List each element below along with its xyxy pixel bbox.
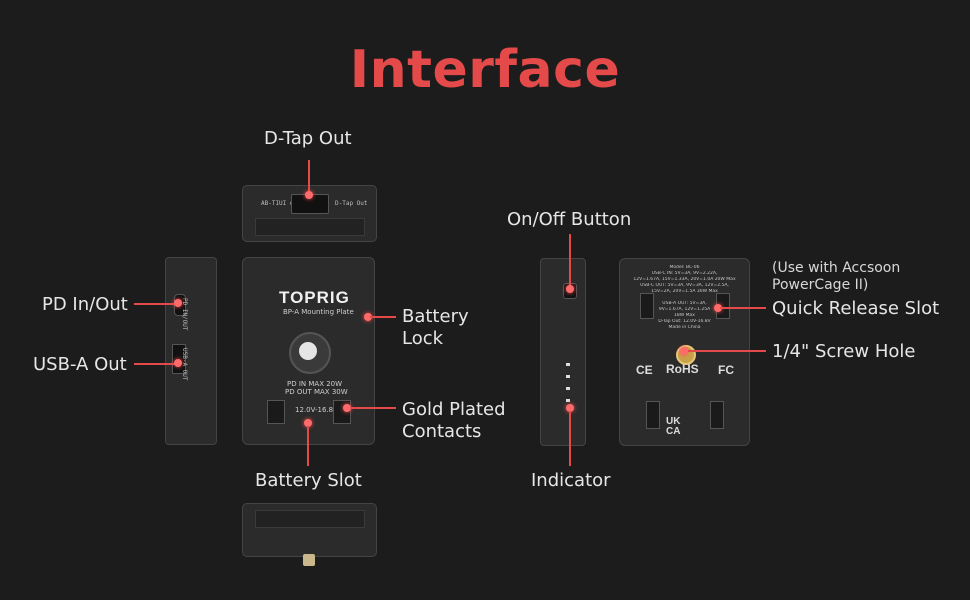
knob-center (299, 342, 317, 360)
label-battery-slot: Battery Slot (255, 470, 362, 491)
indicator-callout-line (569, 411, 571, 466)
label-accsoon-note-2: PowerCage II) (772, 277, 869, 293)
top-rail (255, 218, 365, 236)
pd-callout-dot (174, 299, 182, 307)
back-spec-line: USB-C OUT: 5V=3A, 9V=3A, 12V=2.5A, (640, 283, 729, 288)
label-battery-lock-2: Lock (402, 328, 444, 349)
bottom-screw (303, 554, 315, 566)
top-right-print: D-Tap Out (335, 200, 368, 207)
indicator-callout-dot (566, 404, 574, 412)
screw-hole-dot (680, 347, 688, 355)
battery-slot-line (307, 426, 309, 466)
side-pd-print: PD IN/OUT (181, 298, 188, 331)
label-gold-contacts-1: Gold Plated (402, 399, 506, 420)
contacts-dot (343, 404, 351, 412)
side-usb-print: USB-A OUT (181, 348, 188, 381)
cert-ukca: UK CA (666, 416, 681, 437)
cert-ce: CE (636, 363, 653, 377)
screw-hole-line (688, 350, 766, 352)
label-pd-in-out: PD In/Out (42, 294, 128, 315)
bottom-view-device (242, 503, 377, 566)
cert-fc: FC (718, 363, 734, 377)
battery-lock-line (370, 316, 396, 318)
back-spec-line: 15V=2A, 20V=1.5A 30W Max (651, 289, 718, 294)
left-side-device: PD IN/OUT USB-A OUT (165, 257, 217, 445)
contacts-line (350, 407, 396, 409)
label-quick-release-slot: Quick Release Slot (772, 298, 940, 319)
voltage-print: 12.0V-16.8V (295, 406, 338, 414)
indicator-leds (566, 363, 570, 411)
back-spec-line: 9V=1.67A, 12V=1.25A (658, 307, 711, 312)
back-spec-line: 18W Max (674, 313, 695, 318)
back-spec-line: D-Tap Out: 12.0V-16.8V (658, 319, 711, 324)
label-accsoon-note-1: (Use with Accsoon (772, 260, 901, 276)
back-spec-line: USB-C IN: 5V=3A, 9V=2.22A, (651, 271, 718, 276)
slot-right-bottom (710, 401, 724, 429)
label-gold-contacts-2: Contacts (402, 421, 482, 442)
back-spec-line: Made in China (668, 325, 701, 330)
usb-callout-dot (174, 359, 182, 367)
pd-callout-line (134, 303, 178, 305)
pd-in-print: PD IN MAX 20W (287, 380, 343, 388)
label-usb-a-out: USB-A Out (33, 354, 127, 375)
label-screw-hole: 1/4" Screw Hole (772, 341, 916, 362)
slot-left-top (640, 293, 654, 319)
contact-left (267, 400, 285, 424)
mount-knob (289, 332, 331, 374)
quick-release-dot (714, 304, 722, 312)
back-spec-line: Model: BC-06 (669, 265, 700, 270)
label-dtap-out: D-Tap Out (264, 128, 352, 149)
label-on-off-button: On/Off Button (507, 209, 632, 230)
cert-rohs: RoHS (666, 362, 699, 376)
back-spec-line: 12V=1.67A, 15V=1.33A, 20V=1.0A 20W Max (633, 277, 736, 282)
brand-logo: TOPRIG (279, 288, 350, 307)
back-spec-line: USB-A OUT: 5V=3A, (662, 301, 707, 306)
pd-out-print: PD OUT MAX 30W (285, 388, 348, 396)
usb-callout-line (134, 363, 178, 365)
bottom-rail (255, 510, 365, 528)
quick-release-line (720, 307, 766, 309)
page-title: Interface (349, 40, 621, 100)
battery-slot-dot (304, 419, 312, 427)
front-device: TOPRIG BP-A Mounting Plate PD IN MAX 20W… (242, 257, 375, 445)
battery-lock-dot (364, 313, 372, 321)
dtap-callout-line (308, 160, 310, 194)
onoff-callout-line (569, 234, 571, 288)
top-left-print: AB-TIUI dVL-O (261, 200, 308, 207)
slot-left-bottom (646, 401, 660, 429)
label-indicator: Indicator (531, 470, 611, 491)
dtap-callout-dot (305, 191, 313, 199)
label-battery-lock-1: Battery (402, 306, 469, 327)
onoff-callout-dot (566, 285, 574, 293)
model-name: BP-A Mounting Plate (283, 308, 354, 316)
right-side-device (540, 258, 586, 446)
